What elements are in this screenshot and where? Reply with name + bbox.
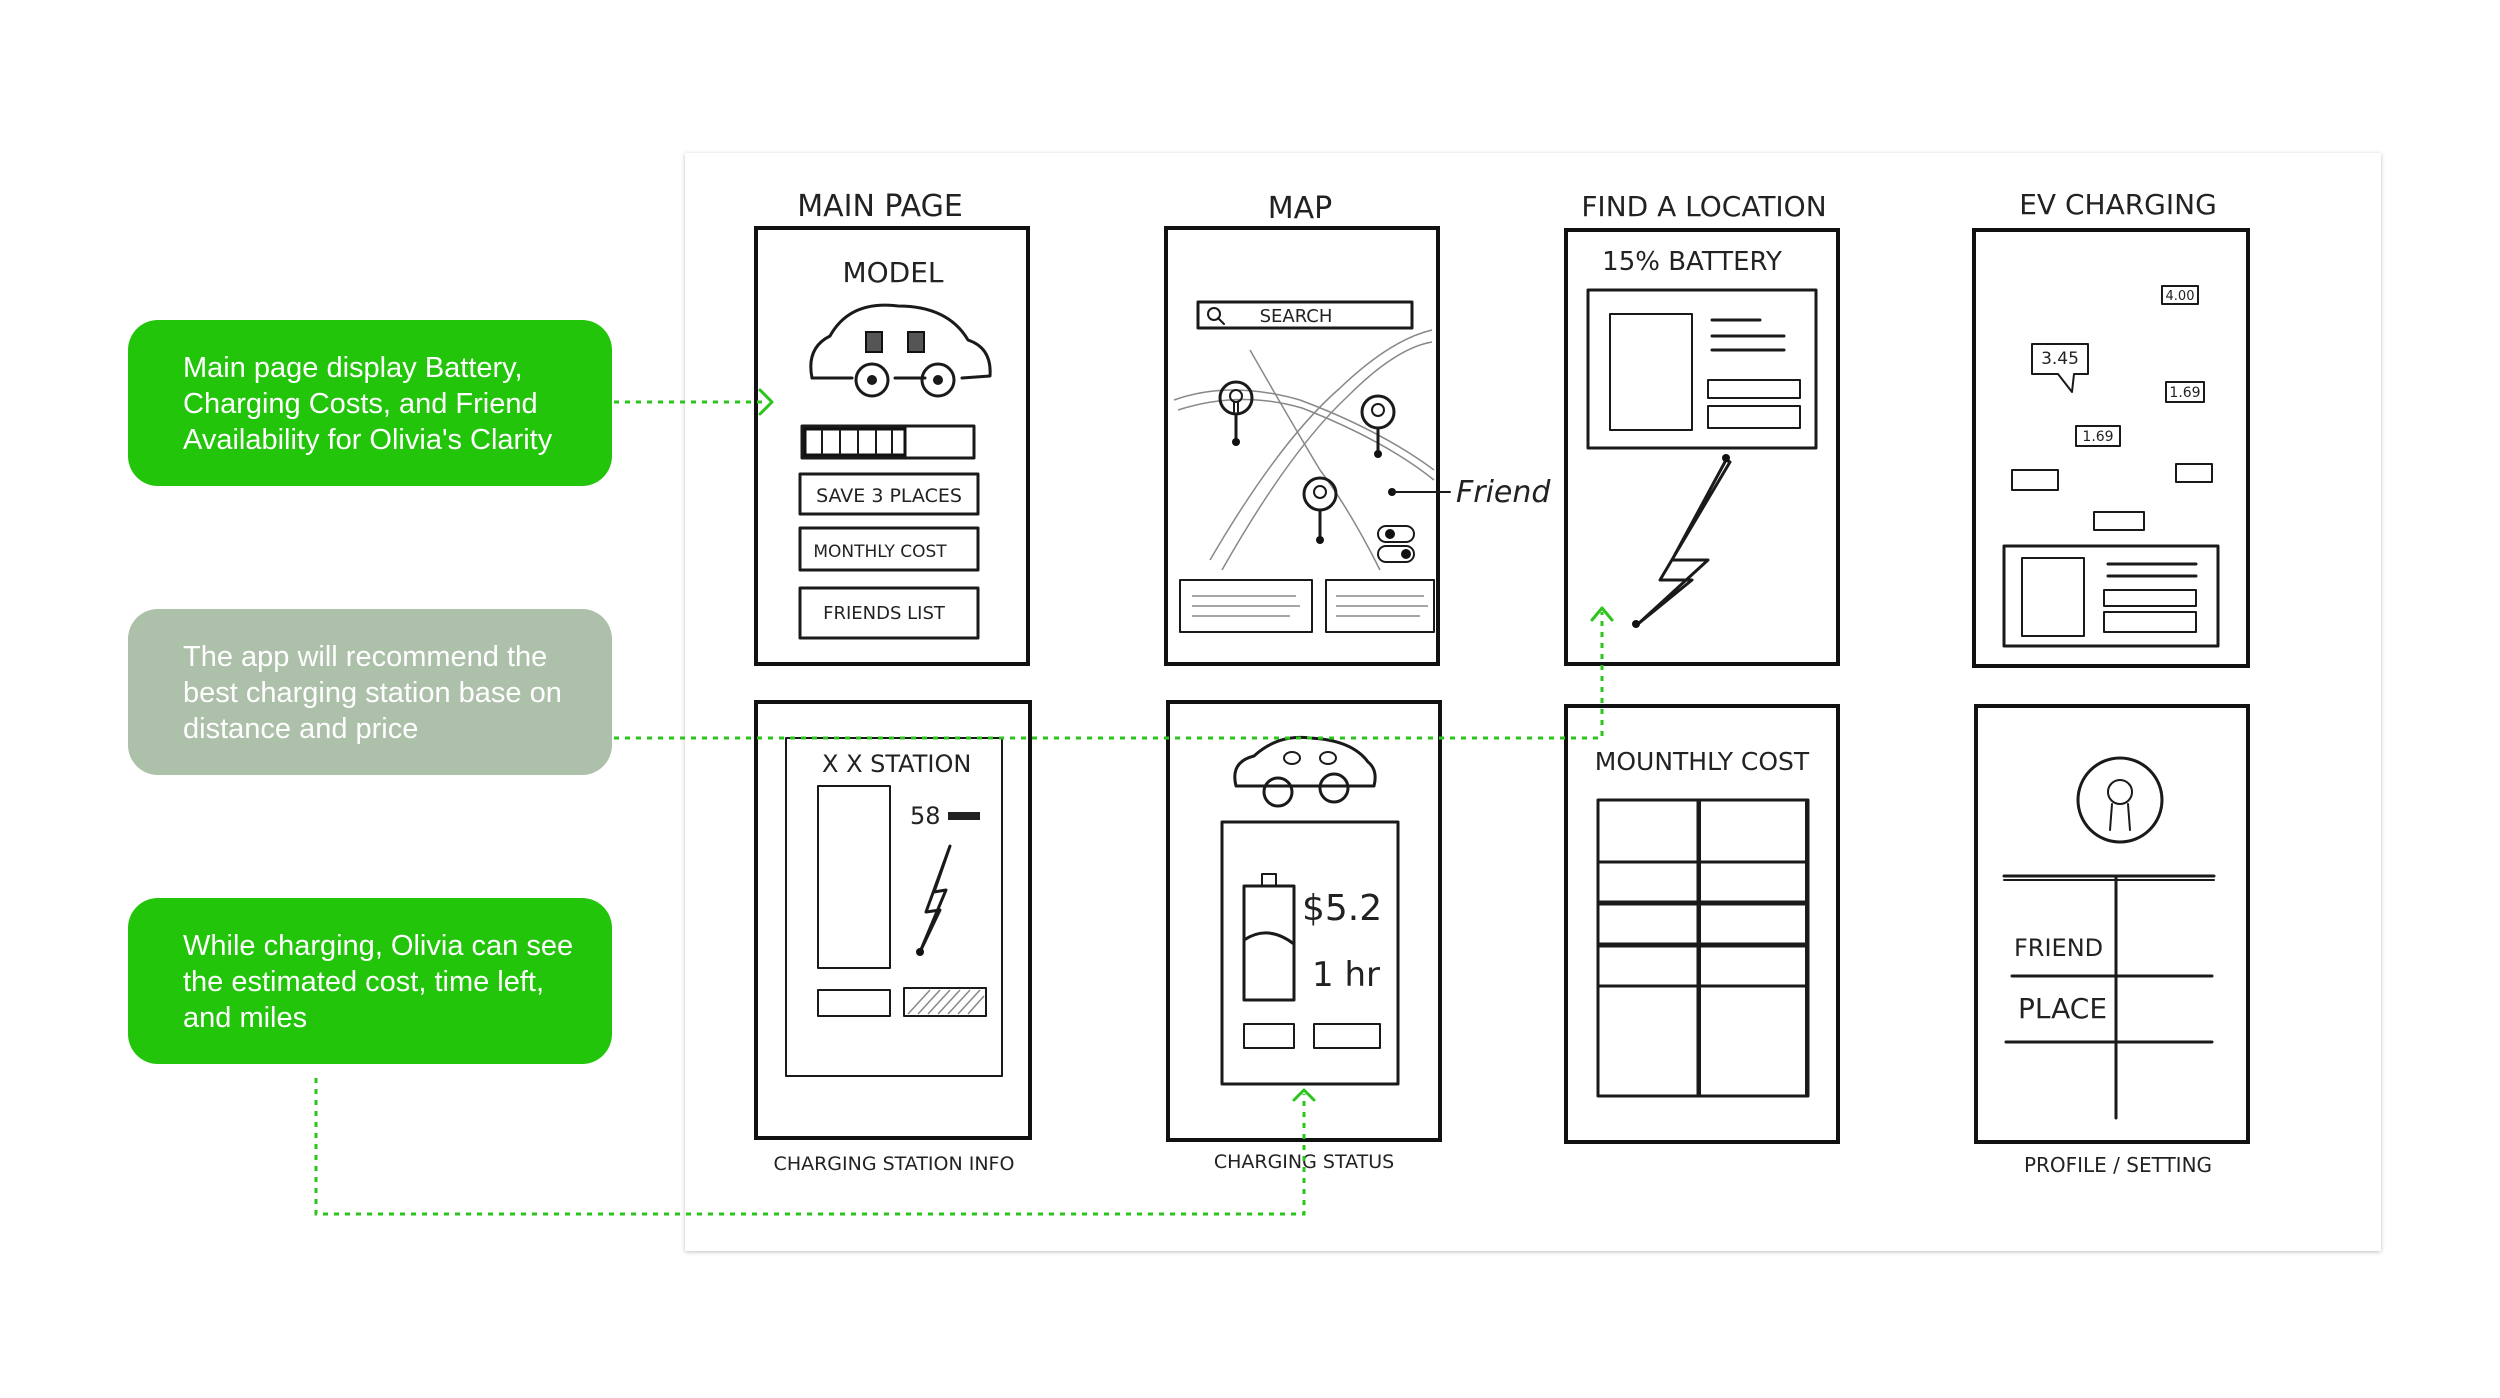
profile-sketch: FRIEND PLACE PROFILE / SETTING <box>1974 704 2250 1177</box>
battery-icon <box>948 812 980 820</box>
map-pin-icon <box>1360 394 1396 458</box>
charging-status-sketch: $5.2 1 hr CHARGING STATUS <box>1166 700 1442 1173</box>
map-marker-box <box>2093 511 2145 531</box>
map-location-card <box>1179 579 1313 633</box>
monthly-cost-title: MOUNTHLY COST <box>1595 747 1810 776</box>
monthly-cost-frame <box>1564 704 1840 1144</box>
monthly-cost-label: MONTHLY COST <box>813 542 947 562</box>
monthly-cost-table <box>1596 798 1810 1098</box>
station-battery: 58 <box>910 802 941 830</box>
price-tag <box>2075 425 2121 447</box>
charging-status-frame <box>1166 700 1442 1142</box>
callout-main-page-text: Main page display Battery, Charging Cost… <box>183 352 553 456</box>
find-location-title: FIND A LOCATION <box>1581 190 1826 223</box>
profile-friend-label[interactable]: FRIEND <box>2014 934 2103 962</box>
ev-charging-sketch: EV CHARGING 4.00 3.45 1.69 1.69 <box>1972 188 2250 668</box>
ev-charging-frame <box>1972 228 2250 668</box>
friends-list-button[interactable] <box>798 586 980 640</box>
callout-recommend-station-text: The app will recommend the best charging… <box>183 641 562 745</box>
map-friend-label: Friend <box>1456 475 1551 510</box>
map-sketch: MAP SEARCH Friend <box>1164 191 1551 666</box>
profile-frame <box>1974 704 2250 1144</box>
friends-list-label: FRIENDS LIST <box>823 603 946 624</box>
details-button[interactable] <box>1313 1023 1381 1049</box>
stop-button[interactable] <box>1243 1023 1295 1049</box>
save-places-button[interactable] <box>798 472 980 516</box>
price-tag-label: 4.00 <box>2166 289 2195 304</box>
callout-recommend-station: The app will recommend the best charging… <box>128 609 612 775</box>
map-marker-box <box>2011 469 2059 491</box>
charging-station-info-frame <box>754 700 1032 1140</box>
station-image <box>817 785 891 969</box>
price-bubble <box>2031 343 2089 393</box>
charging-station-info-caption: CHARGING STATION INFO <box>774 1153 1015 1175</box>
charging-status-caption: CHARGING STATUS <box>1214 1151 1394 1173</box>
main-page-model-label: MODEL <box>842 256 943 289</box>
battery-bar <box>800 424 976 460</box>
map-location-card <box>1325 579 1435 633</box>
callout-main-page: Main page display Battery, Charging Cost… <box>128 320 612 486</box>
map-search-bar[interactable] <box>1196 300 1414 330</box>
search-icon <box>1207 307 1221 321</box>
find-location-sketch: FIND A LOCATION 15% BATTERY <box>1564 190 1840 666</box>
charging-status-panel <box>1220 820 1400 1086</box>
find-location-battery: 15% BATTERY <box>1602 247 1782 277</box>
station-info-card <box>2002 544 2220 648</box>
battery-icon <box>1242 873 1296 1002</box>
map-marker-box <box>2175 463 2213 483</box>
charging-cost: $5.2 <box>1302 888 1382 929</box>
station-info-card <box>1586 288 1818 450</box>
connector-charging-status <box>314 1078 1316 1216</box>
monthly-cost-button[interactable] <box>798 526 980 572</box>
price-tag <box>2161 285 2199 305</box>
map-pin-icon <box>1302 476 1338 544</box>
start-charging-button[interactable] <box>903 987 987 1017</box>
map-search-label: SEARCH <box>1260 306 1333 327</box>
map-pin-icon <box>1218 380 1254 446</box>
monthly-cost-sketch: MOUNTHLY COST <box>1564 704 1840 1144</box>
callout-charging-status: While charging, Olivia can see the estim… <box>128 898 612 1064</box>
avatar <box>2076 756 2164 844</box>
save-places-label: SAVE 3 PLACES <box>816 485 962 507</box>
car-icon <box>809 303 992 398</box>
lightning-bolt-icon <box>1636 458 1732 626</box>
station-name: X X STATION <box>822 750 971 778</box>
charging-time-left: 1 hr <box>1312 955 1380 995</box>
price-tag <box>2165 381 2205 403</box>
cancel-button[interactable] <box>817 989 891 1017</box>
connector-main-page <box>614 388 774 416</box>
main-page-title: MAIN PAGE <box>797 189 963 224</box>
profile-caption: PROFILE / SETTING <box>2024 1153 2212 1177</box>
friend-toggle-icon <box>1377 525 1415 563</box>
connector-recommend-station <box>614 606 1614 740</box>
price-tag-label: 1.69 <box>2169 385 2200 401</box>
price-tag-label: 1.69 <box>2082 429 2113 445</box>
map-title: MAP <box>1268 191 1333 226</box>
main-page-sketch: MAIN PAGE MODEL SAVE 3 PLACES MONTHLY CO… <box>754 189 1030 666</box>
profile-place-label[interactable]: PLACE <box>2018 992 2107 1025</box>
charging-station-info-sketch: X X STATION 58 CHARGING STATION INFO <box>754 700 1032 1175</box>
ev-charging-title: EV CHARGING <box>2019 188 2217 221</box>
price-bubble-label: 3.45 <box>2041 349 2079 369</box>
callout-charging-status-text: While charging, Olivia can see the estim… <box>183 930 574 1034</box>
